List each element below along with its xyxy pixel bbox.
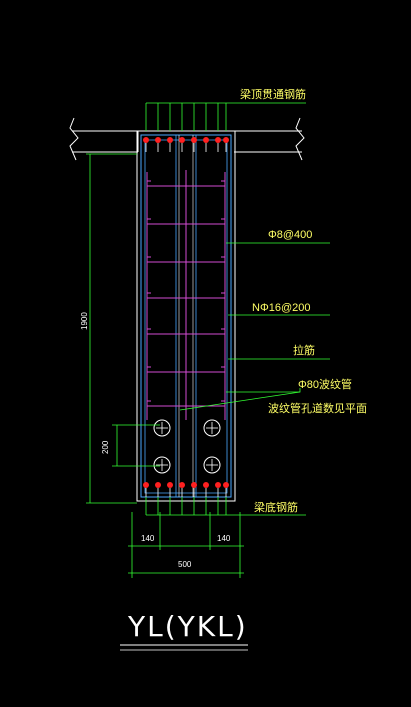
rebar-top [155,137,161,143]
rebar-group [143,137,229,497]
rebar-bottom [179,482,185,488]
rebar-top [179,137,185,143]
dimension-height: 1900 [80,312,89,330]
dimension-edge-left: 140 [141,534,155,543]
section-outline [136,130,236,502]
callout-side-bars: NΦ16@200 [252,302,310,314]
drawing-title: YL(YKL) [127,610,248,643]
break-line-right [295,117,305,161]
rebar-top [167,137,173,143]
leader-lines [86,102,330,578]
duct-circle [153,456,171,474]
rebar-bottom [155,482,161,488]
break-line-left [69,117,79,161]
rebar-top [203,137,209,143]
duct-group [153,419,221,474]
dimension-duct-spacing: 200 [101,440,110,454]
rebar-top [143,137,149,143]
callout-duct-note: 波纹管孔道数见平面 [268,401,367,415]
dimension-edge-right: 140 [217,534,231,543]
rebar-bottom [215,482,221,488]
duct-circle [203,456,221,474]
callout-stirrup: Φ8@400 [268,229,312,241]
rebar-bottom [191,482,197,488]
slab-edges [69,117,305,161]
duct-circle [203,419,221,437]
duct-circle [153,419,171,437]
rebar-top [215,137,221,143]
rebar-bottom [203,482,209,488]
callout-bottom-bars: 梁底钢筋 [254,500,298,514]
rebar-bottom [223,482,229,488]
callout-top-through-bars: 梁顶贯通钢筋 [240,87,306,101]
stirrup-group [146,170,226,420]
callout-duct: Φ80波纹管 [298,377,352,391]
rebar-bottom [167,482,173,488]
callout-tie-bar: 拉筋 [293,343,315,357]
rebar-top [223,137,229,143]
rebar-bottom [143,482,149,488]
rebar-top [191,137,197,143]
dimension-width: 500 [178,560,192,569]
